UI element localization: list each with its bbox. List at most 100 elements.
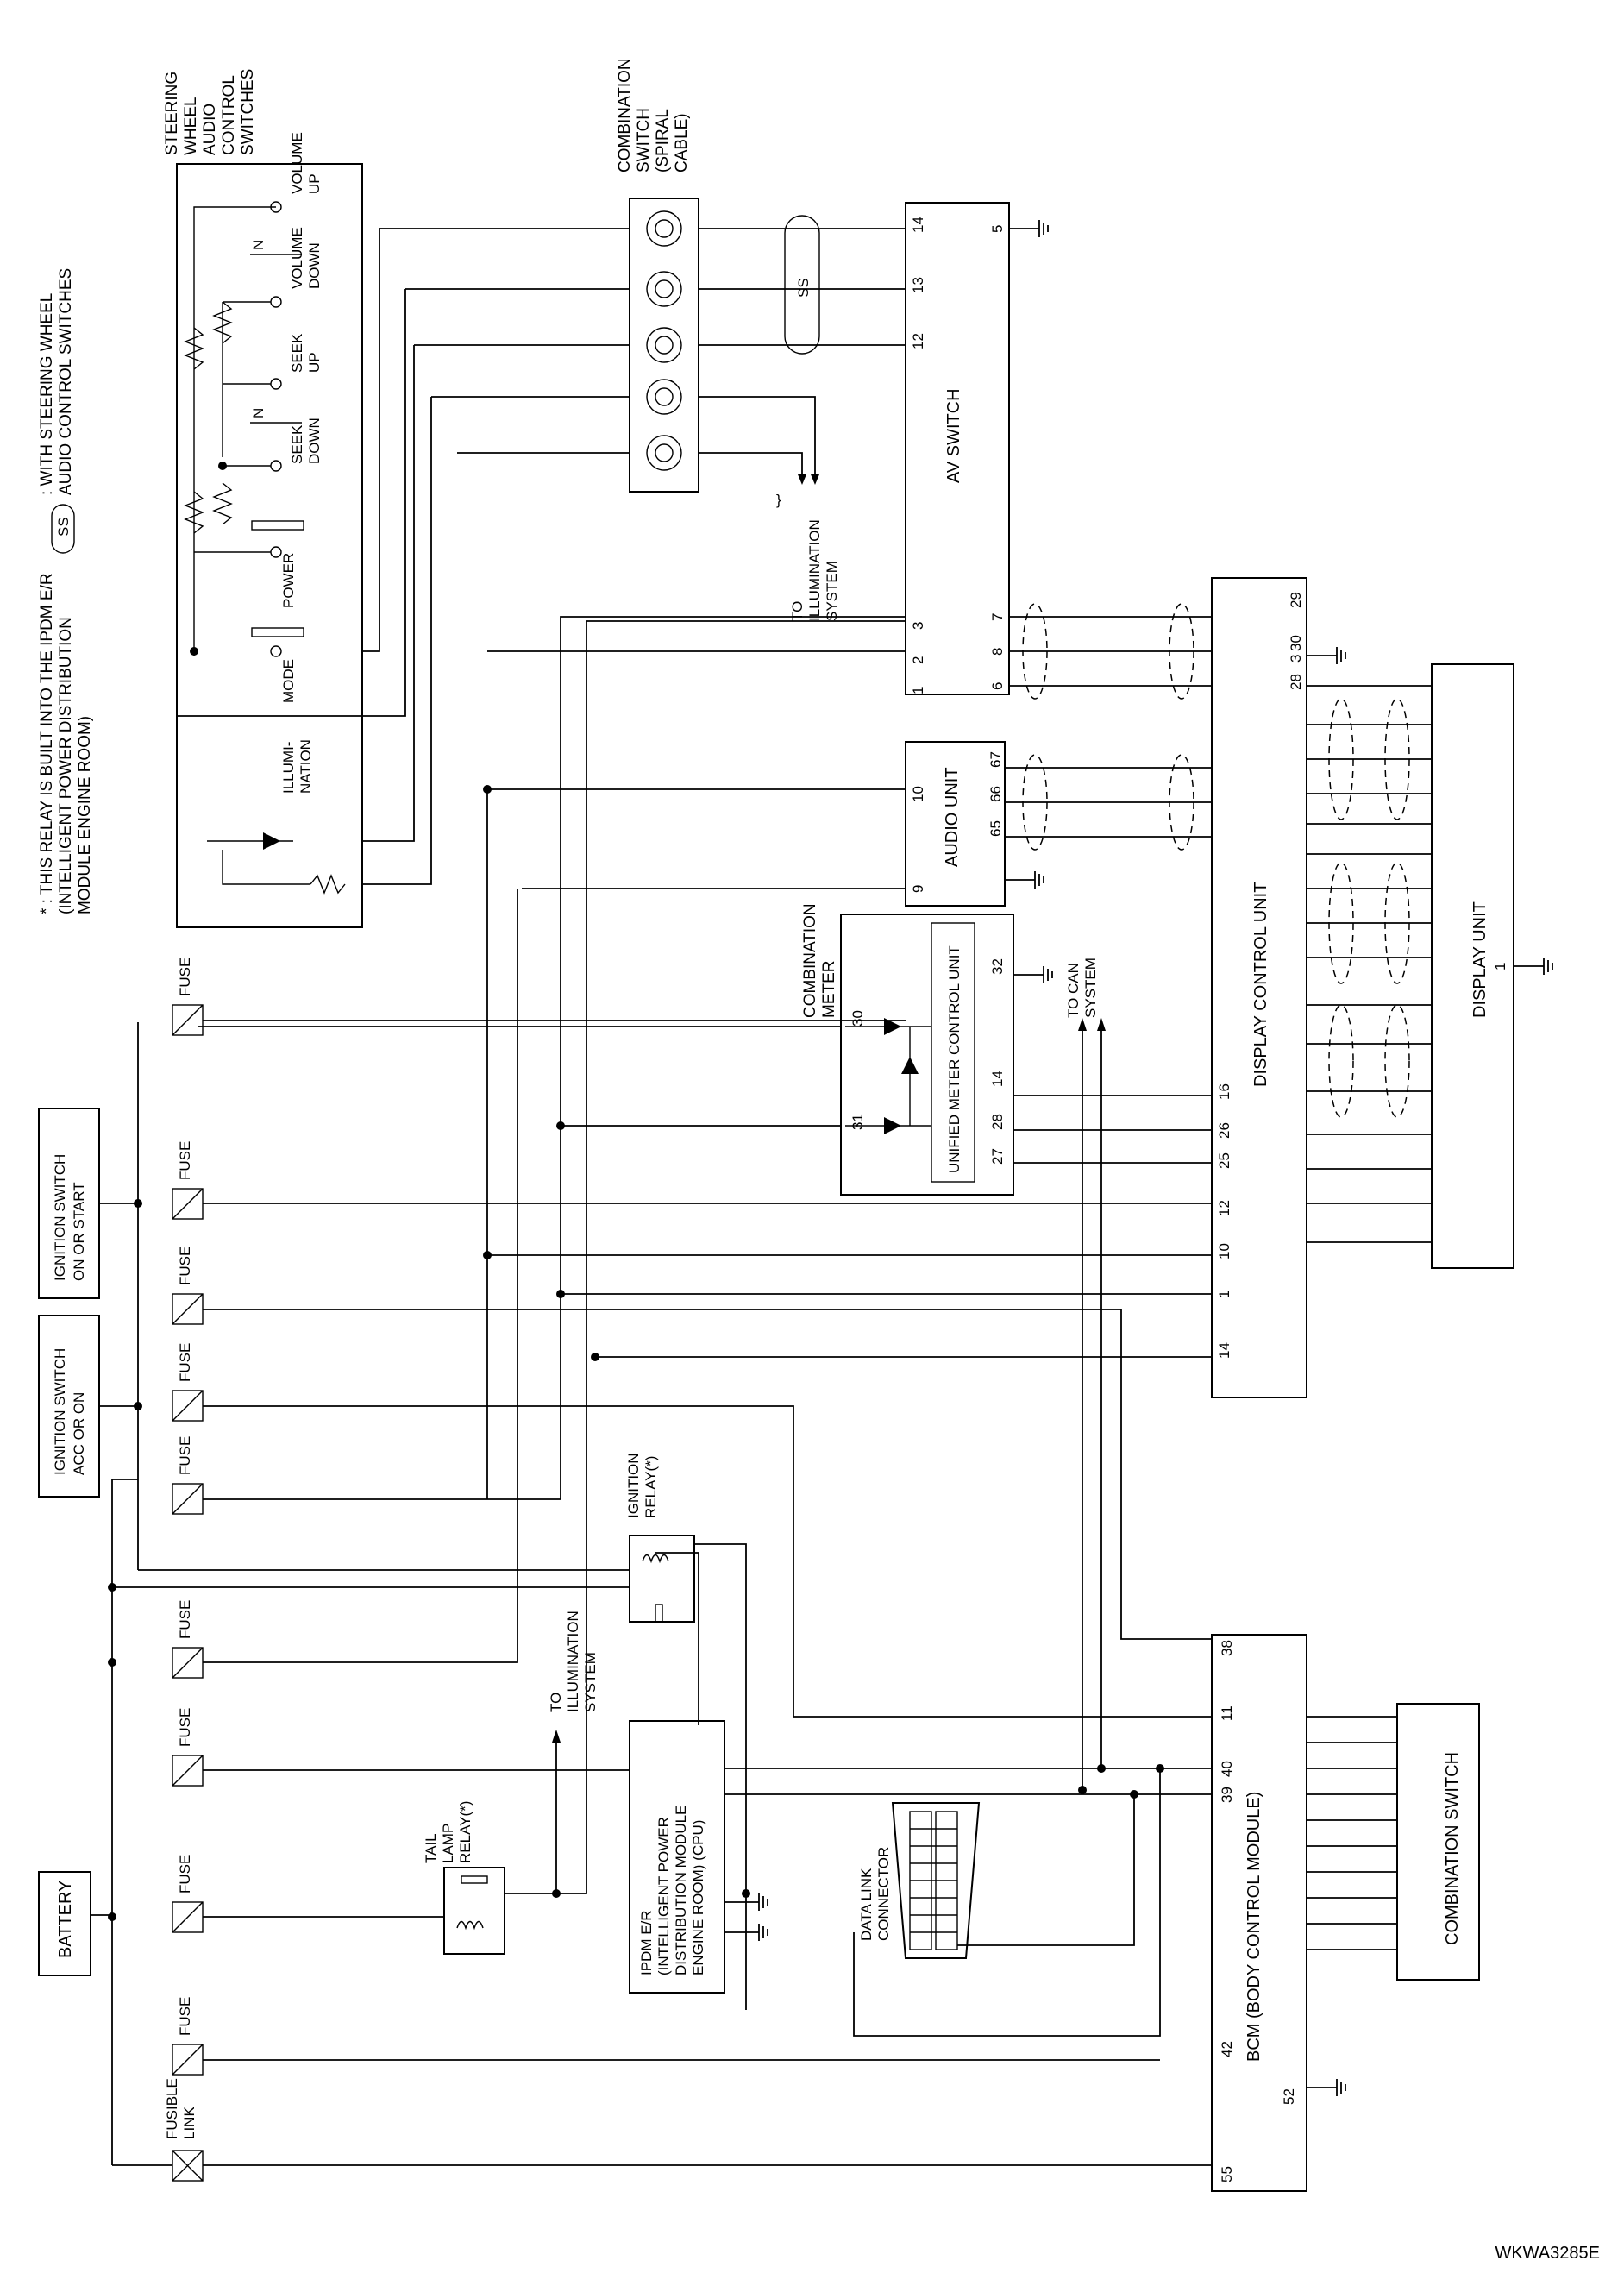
relay-footnote: * : THIS RELAY IS BUILT INTO THE IPDM E/… — [38, 573, 94, 914]
svg-text:UNIFIED METER CONTROL UNIT: UNIFIED METER CONTROL UNIT — [946, 945, 962, 1173]
svg-text:MODE: MODE — [280, 659, 297, 703]
to-illumination-upper: } TO ILLUMINATION SYSTEM — [699, 396, 840, 621]
svg-text:FUSIBLE: FUSIBLE — [164, 2078, 180, 2139]
svg-text:RELAY(*): RELAY(*) — [643, 1456, 659, 1518]
svg-text:AUDIO CONTROL SWITCHES: AUDIO CONTROL SWITCHES — [57, 268, 75, 495]
svg-text:ACC OR ON: ACC OR ON — [71, 1392, 87, 1475]
svg-text:TO: TO — [789, 601, 806, 621]
svg-text:16: 16 — [1216, 1083, 1232, 1100]
svg-text:FUSE: FUSE — [177, 1141, 193, 1180]
svg-text:WHEEL: WHEEL — [182, 97, 200, 155]
svg-text:N: N — [250, 408, 266, 418]
combination-switch: COMBINATION SWITCH — [1307, 1703, 1480, 1981]
svg-text:31: 31 — [850, 1114, 866, 1130]
svg-text:DISTRIBUTION MODULE: DISTRIBUTION MODULE — [673, 1806, 689, 1975]
svg-text:IGNITION: IGNITION — [625, 1453, 642, 1518]
svg-text:39: 39 — [1219, 1787, 1235, 1803]
svg-text:STEERING: STEERING — [163, 72, 181, 155]
svg-text:NATION: NATION — [298, 739, 314, 794]
to-can-system: TO CAN SYSTEM — [1065, 958, 1106, 1031]
svg-text:5: 5 — [989, 225, 1006, 233]
data-link-connector: DATA LINK CONNECTOR — [853, 1768, 1161, 2037]
svg-text:(SPIRAL: (SPIRAL — [654, 109, 672, 173]
svg-text:TO: TO — [548, 1693, 564, 1712]
svg-text:1: 1 — [1216, 1291, 1232, 1298]
svg-text:AUDIO: AUDIO — [201, 104, 219, 155]
svg-text:CONTROL: CONTROL — [220, 75, 238, 155]
svg-text:3: 3 — [910, 622, 926, 630]
svg-text:AUDIO UNIT: AUDIO UNIT — [943, 767, 962, 867]
svg-text:1: 1 — [1492, 963, 1508, 970]
signal-wires — [176, 228, 1432, 2010]
svg-text:LINK: LINK — [181, 2107, 198, 2139]
ignition-on-box: IGNITION SWITCH ON OR START — [38, 1108, 100, 1299]
svg-text:}: } — [776, 492, 781, 508]
svg-text:FUSE: FUSE — [177, 958, 193, 996]
svg-text:VOLUME: VOLUME — [289, 132, 305, 194]
display-control-unit: DISPLAY CONTROL UNIT 16 26 25 12 10 1 14… — [1211, 577, 1307, 1398]
svg-text:13: 13 — [910, 277, 926, 293]
ipdm-er: IPDM E/R (INTELLIGENT POWER DISTRIBUTION… — [629, 1720, 725, 1994]
svg-text:ENGINE ROOM) (CPU): ENGINE ROOM) (CPU) — [690, 1820, 706, 1975]
fuse-column: FUSE FUSE FUSE FUSE FUSE FUSE FUSE FUSE … — [91, 958, 204, 2182]
svg-text:14: 14 — [989, 1071, 1006, 1087]
ignition-acc-box: IGNITION SWITCH ACC OR ON — [38, 1315, 100, 1498]
svg-text:14: 14 — [1216, 1342, 1232, 1359]
svg-text:SEEK: SEEK — [289, 333, 305, 373]
svg-text:FUSE: FUSE — [177, 1600, 193, 1639]
svg-text:27: 27 — [989, 1148, 1006, 1165]
svg-text:SS: SS — [55, 517, 72, 537]
av-switch: AV SWITCH 14 13 12 3 2 1 5 7 8 6 — [905, 202, 1010, 695]
svg-text:32: 32 — [989, 958, 1006, 975]
svg-text:* : THIS RELAY IS BUILT INTO T: * : THIS RELAY IS BUILT INTO THE IPDM E/… — [38, 573, 56, 914]
svg-text:FUSE: FUSE — [177, 1708, 193, 1747]
svg-text:ON OR START: ON OR START — [71, 1182, 87, 1281]
svg-text:SYSTEM: SYSTEM — [824, 561, 840, 621]
svg-text:25: 25 — [1216, 1152, 1232, 1169]
svg-text:COMBINATION SWITCH: COMBINATION SWITCH — [1443, 1752, 1462, 1945]
ss-symbol-oval — [51, 504, 75, 554]
svg-text:42: 42 — [1219, 2041, 1235, 2057]
svg-text:38: 38 — [1219, 1640, 1235, 1656]
svg-text:COMBINATION: COMBINATION — [616, 58, 634, 173]
svg-text:6: 6 — [989, 682, 1006, 690]
audio-unit: AUDIO UNIT 10 9 67 66 65 — [905, 741, 1006, 907]
svg-text:29: 29 — [1288, 592, 1304, 608]
svg-text:1: 1 — [910, 687, 926, 694]
svg-text:TAIL: TAIL — [423, 1833, 439, 1863]
svg-text:SEEK: SEEK — [289, 424, 305, 464]
svg-text:(INTELLIGENT POWER DISTRIBUTIO: (INTELLIGENT POWER DISTRIBUTION — [57, 617, 75, 914]
svg-text:12: 12 — [910, 333, 926, 349]
bcm: BCM (BODY CONTROL MODULE) 38 11 40 39 42… — [1211, 1634, 1307, 2192]
svg-text:40: 40 — [1219, 1761, 1235, 1777]
svg-text:COMBINATION: COMBINATION — [801, 903, 819, 1018]
steering-wheel-switches: STEERING WHEEL AUDIO CONTROL SWITCHES VO… — [163, 69, 363, 928]
svg-text:2: 2 — [910, 656, 926, 664]
svg-text:(INTELLIGENT POWER: (INTELLIGENT POWER — [655, 1817, 672, 1975]
ss-footnote: SS : WITH STEERING WHEEL AUDIO CONTROL S… — [38, 268, 75, 554]
svg-text:67: 67 — [988, 751, 1004, 768]
svg-text:BCM (BODY CONTROL MODULE): BCM (BODY CONTROL MODULE) — [1245, 1792, 1263, 2062]
svg-text:10: 10 — [910, 786, 926, 802]
svg-text:FUSE: FUSE — [177, 1343, 193, 1382]
svg-text:DOWN: DOWN — [306, 242, 323, 289]
junction-dots — [108, 462, 1164, 1921]
svg-text:IPDM E/R: IPDM E/R — [638, 1910, 655, 1975]
to-illumination-lower: TO ILLUMINATION SYSTEM — [548, 1611, 599, 1893]
svg-text:FUSE: FUSE — [177, 1997, 193, 2036]
svg-text:FUSE: FUSE — [177, 1247, 193, 1285]
svg-text:52: 52 — [1281, 2088, 1297, 2105]
svg-text:RELAY(*): RELAY(*) — [457, 1801, 473, 1863]
svg-text:7: 7 — [989, 613, 1006, 621]
svg-text:BATTERY: BATTERY — [56, 1881, 75, 1958]
svg-text:POWER: POWER — [280, 553, 297, 608]
combination-meter: UNIFIED METER CONTROL UNIT COMBINATION M… — [801, 903, 1014, 1196]
svg-text:DISPLAY UNIT: DISPLAY UNIT — [1470, 901, 1489, 1018]
svg-text:N: N — [250, 240, 266, 250]
svg-text:SS: SS — [795, 278, 812, 298]
svg-text:65: 65 — [988, 820, 1004, 837]
ss-harness-marker: SS — [784, 215, 820, 355]
svg-text:28: 28 — [1288, 674, 1304, 690]
svg-text:MODULE ENGINE ROOM): MODULE ENGINE ROOM) — [76, 716, 94, 914]
